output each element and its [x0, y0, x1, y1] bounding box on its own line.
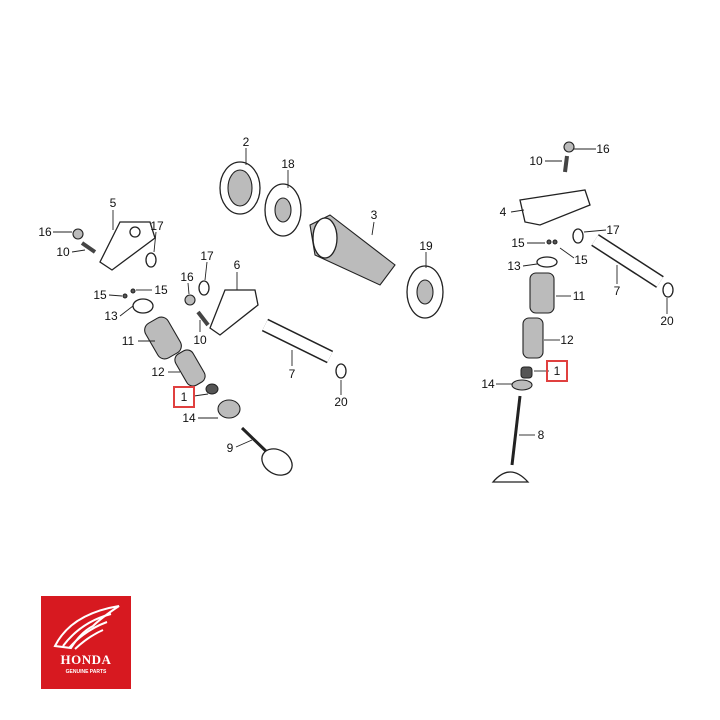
callout-12: 12 — [560, 333, 574, 347]
callout-17: 17 — [150, 219, 164, 233]
callout-19: 19 — [419, 239, 433, 253]
callout-16: 16 — [180, 270, 194, 284]
callout-10: 10 — [193, 333, 207, 347]
o-ring-20 — [335, 363, 347, 379]
screw-10 — [80, 241, 97, 254]
callout-12: 12 — [151, 365, 165, 379]
callout-13: 13 — [104, 309, 118, 323]
outer-spring-11b — [529, 272, 555, 314]
callout-1[interactable]: 1 — [554, 364, 561, 378]
washer-17 — [145, 252, 157, 268]
inner-spring-12b — [522, 317, 544, 359]
stem-seal-1b — [520, 366, 533, 379]
callout-20: 20 — [660, 314, 674, 328]
camshaft-sprocket-ring — [219, 161, 261, 215]
spring-seat-14b — [511, 379, 533, 391]
washer-17b — [198, 280, 210, 296]
inner-spring-12 — [174, 349, 206, 387]
retainer-13 — [132, 298, 154, 314]
leader-lines — [53, 148, 668, 448]
callout-7: 7 — [289, 367, 296, 381]
honda-wing-icon — [53, 605, 120, 650]
o-ring-20b — [662, 282, 674, 298]
valve-8-stem — [510, 395, 522, 466]
callout-14: 14 — [481, 377, 495, 391]
rocker-shaft-7b — [591, 234, 664, 288]
callout-15: 15 — [574, 253, 588, 267]
callout-5: 5 — [110, 196, 117, 210]
logo-brand: HONDA — [60, 652, 112, 667]
callout-15: 15 — [93, 288, 107, 302]
callout-16: 16 — [596, 142, 610, 156]
callout-11: 11 — [573, 289, 586, 303]
screw-10b — [196, 310, 210, 327]
cotter-15b — [130, 288, 136, 294]
callout-3: 3 — [371, 208, 378, 222]
stem-seal-1 — [205, 383, 219, 395]
highlight-box-part-1-right — [546, 360, 568, 382]
valve-8-head — [491, 471, 530, 483]
rocker-shaft-7 — [261, 318, 334, 364]
honda-genuine-parts-logo: HONDA GENUINE PARTS — [41, 596, 131, 689]
nut-16c — [563, 141, 575, 153]
callout-16: 16 — [38, 225, 52, 239]
bearing-18 — [264, 183, 302, 237]
screw-10c — [563, 155, 569, 173]
callout-17: 17 — [200, 249, 214, 263]
cotter-15c — [546, 239, 552, 245]
callout-11: 11 — [122, 334, 135, 348]
outer-spring-11 — [144, 316, 182, 360]
callout-10: 10 — [56, 245, 70, 259]
callout-6: 6 — [234, 258, 241, 272]
callout-10: 10 — [529, 154, 543, 168]
bearing-19 — [406, 265, 444, 319]
highlight-box-part-1-left — [173, 386, 195, 408]
retainer-13b — [536, 256, 558, 268]
rocker-arm-5 — [99, 221, 156, 271]
washer-17c — [572, 228, 584, 244]
callout-2: 2 — [243, 135, 250, 149]
callout-13: 13 — [507, 259, 521, 273]
valve-9-stem — [240, 426, 272, 457]
rocker-arm-6 — [209, 289, 259, 336]
cotter-15d — [552, 239, 558, 245]
callout-20: 20 — [334, 395, 348, 409]
callout-18: 18 — [281, 157, 295, 171]
callout-9: 9 — [227, 441, 234, 455]
spring-seat-14 — [217, 399, 241, 419]
nut-16 — [72, 228, 84, 240]
nut-16b — [184, 294, 196, 306]
callout-15: 15 — [511, 236, 525, 250]
callout-15: 15 — [154, 283, 168, 297]
callout-8: 8 — [538, 428, 545, 442]
callout-7: 7 — [614, 284, 621, 298]
callout-14: 14 — [182, 411, 196, 425]
valve-9-head — [261, 448, 293, 476]
callout-4: 4 — [500, 205, 507, 219]
logo-tagline: GENUINE PARTS — [65, 669, 107, 675]
callout-1[interactable]: 1 — [181, 390, 188, 404]
camshaft — [309, 214, 396, 286]
cotter-15 — [122, 293, 128, 299]
rocker-arm-4 — [519, 189, 591, 226]
callout-17: 17 — [606, 223, 620, 237]
